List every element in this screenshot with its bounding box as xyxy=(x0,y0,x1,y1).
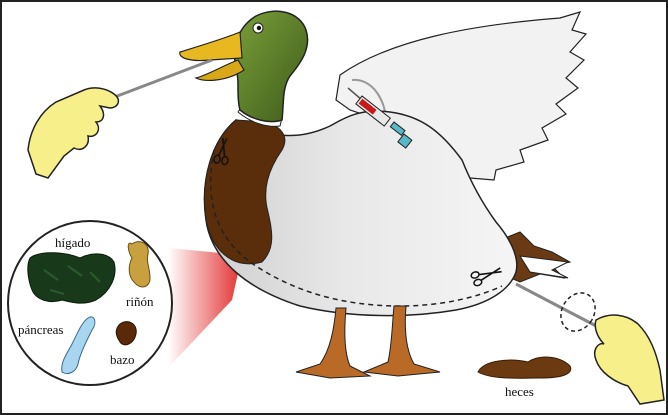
label-liver: hígado xyxy=(55,235,90,250)
liver-organ xyxy=(28,253,115,303)
label-spleen: bazo xyxy=(110,352,135,367)
label-feces: heces xyxy=(505,384,534,399)
duck-pupil xyxy=(257,26,261,30)
label-pancreas: páncreas xyxy=(18,322,63,337)
label-kidney: riñón xyxy=(126,294,154,309)
